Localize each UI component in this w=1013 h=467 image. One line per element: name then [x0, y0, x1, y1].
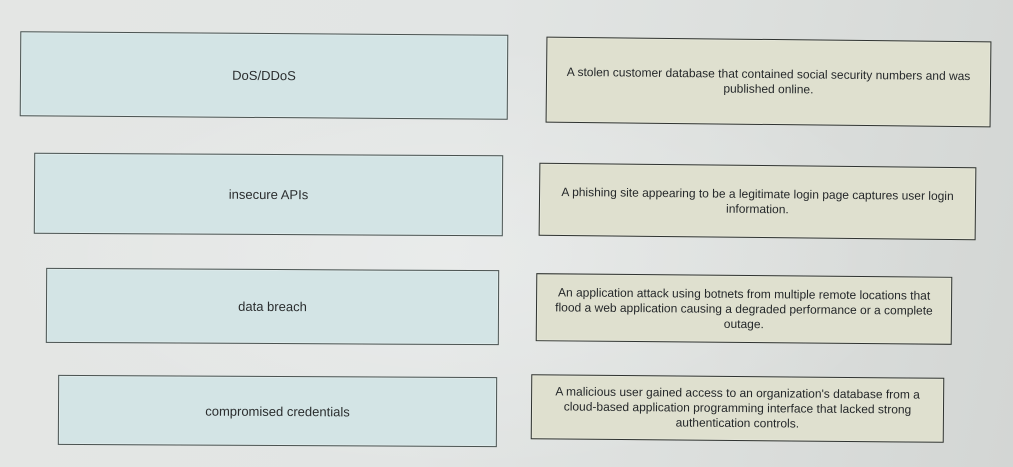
description-text: A stolen customer database that containe… — [566, 64, 971, 97]
description-text: An application attack using botnets from… — [555, 284, 933, 331]
description-box-phishing-site[interactable]: A phishing site appearing to be a legiti… — [538, 162, 977, 241]
description-text: A malicious user gained access to an org… — [555, 384, 920, 431]
description-box-stolen-database[interactable]: A stolen customer database that containe… — [545, 36, 992, 128]
term-box-compromised-credentials[interactable]: compromised credentials — [57, 374, 498, 448]
term-box-insecure-apis[interactable]: insecure APIs — [33, 152, 504, 237]
term-label: compromised credentials — [205, 403, 350, 419]
description-text: A phishing site appearing to be a legiti… — [561, 184, 954, 216]
term-label: data breach — [238, 298, 307, 315]
term-label: DoS/DDoS — [232, 67, 296, 84]
term-box-data-breach[interactable]: data breach — [45, 267, 500, 346]
description-box-api-access[interactable]: A malicious user gained access to an org… — [530, 374, 945, 443]
description-box-botnet-attack[interactable]: An application attack using botnets from… — [535, 273, 953, 345]
term-label: insecure APIs — [228, 186, 309, 203]
term-box-dos-ddos[interactable]: DoS/DDoS — [19, 31, 509, 120]
